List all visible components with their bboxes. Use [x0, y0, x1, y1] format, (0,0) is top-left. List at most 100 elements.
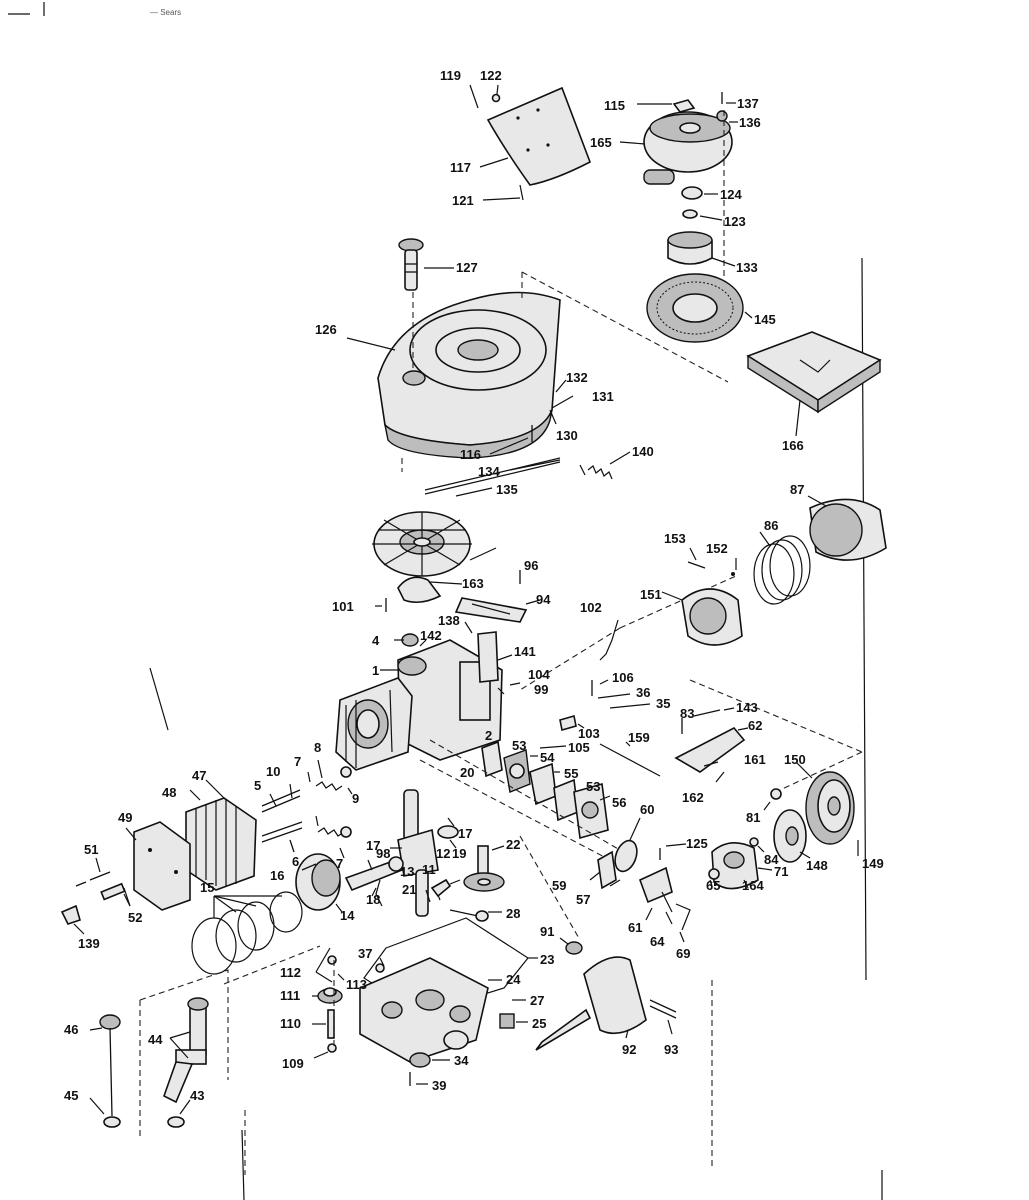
label-110: 110	[280, 1016, 301, 1031]
part-1-cylinder-block	[335, 639, 503, 771]
label-153: 153	[664, 531, 686, 546]
label-19: 19	[452, 846, 466, 861]
part-61-bracket	[638, 866, 673, 904]
label-99: 99	[534, 682, 548, 697]
label-148: 148	[806, 858, 828, 873]
part-18-pin	[375, 879, 383, 907]
part-140-spring	[587, 465, 613, 480]
label-56: 56	[612, 795, 626, 810]
part-69-lever	[675, 903, 691, 931]
label-165: 165	[590, 135, 612, 150]
part-122-nut	[491, 93, 501, 103]
label-37: 37	[358, 946, 372, 961]
label-166: 166	[782, 438, 804, 453]
label-112: 112	[280, 965, 301, 980]
label-7a: 7	[294, 754, 301, 769]
label-130: 130	[556, 428, 578, 443]
label-12: 12	[436, 846, 450, 861]
label-5: 5	[254, 778, 261, 793]
label-150: 150	[784, 752, 806, 767]
part-64-lever	[661, 891, 673, 913]
part-163-coil	[397, 576, 442, 604]
label-23: 23	[540, 952, 554, 967]
part-52-plug	[100, 882, 126, 901]
part-133-element-ring	[667, 231, 713, 265]
label-20: 20	[460, 765, 474, 780]
label-84: 84	[764, 852, 779, 867]
label-24: 24	[506, 972, 521, 987]
part-25-block	[499, 1013, 515, 1029]
label-14: 14	[340, 908, 355, 923]
part-115-clip	[672, 99, 696, 113]
part-139-cap	[60, 904, 81, 925]
part-127-oil-fill	[398, 238, 424, 291]
part-labels: 119 122 117 121 115 137 136 165 124 123 …	[64, 68, 884, 1103]
label-52: 52	[128, 910, 142, 925]
label-115: 115	[604, 98, 625, 113]
label-46: 46	[64, 1022, 78, 1037]
label-161: 161	[744, 752, 766, 767]
header-text: — Sears	[150, 8, 181, 17]
label-105: 105	[568, 740, 590, 755]
part-103-clip	[559, 714, 577, 732]
part-94-plate	[454, 597, 528, 623]
label-113: 113	[346, 977, 367, 992]
label-51: 51	[84, 842, 98, 857]
part-62-bracket	[674, 726, 746, 773]
part-165-air-cleaner	[643, 111, 733, 185]
label-7b: 7	[336, 856, 343, 871]
label-43: 43	[190, 1088, 204, 1103]
label-162: 162	[682, 790, 704, 805]
label-15: 15	[200, 880, 214, 895]
part-8-spring	[315, 781, 343, 791]
label-125: 125	[686, 836, 708, 851]
part-14-piston	[295, 853, 341, 911]
part-24-base	[359, 957, 489, 1063]
part-134-rod	[424, 457, 561, 495]
part-45-washer	[103, 1116, 121, 1128]
part-60-gasket	[614, 839, 638, 873]
part-54-spacer	[503, 749, 531, 793]
label-139: 139	[78, 936, 100, 951]
label-54: 54	[540, 750, 555, 765]
part-46-dipstick	[99, 1014, 121, 1117]
label-152: 152	[706, 541, 728, 556]
part-17-connecting-rod	[344, 856, 404, 892]
part-87-cover	[809, 498, 887, 561]
label-44: 44	[148, 1032, 163, 1047]
part-110-shaft	[327, 1009, 335, 1039]
part-59-57-gaskets	[597, 850, 617, 890]
label-134: 134	[478, 464, 500, 479]
label-13: 13	[400, 864, 414, 879]
part-159-link	[599, 743, 661, 777]
label-122: 122	[480, 68, 502, 83]
part-flywheel	[372, 511, 472, 577]
part-49-cover-plate	[133, 821, 191, 911]
label-133: 133	[736, 260, 758, 275]
label-93: 93	[664, 1042, 678, 1057]
part-21-tappet	[430, 878, 452, 898]
label-135: 135	[496, 482, 518, 497]
part-19-washer	[437, 825, 459, 839]
label-111: 111	[280, 988, 300, 1003]
part-126-blower-housing	[377, 291, 561, 459]
label-96: 96	[524, 558, 538, 573]
label-119: 119	[440, 68, 461, 83]
label-22: 22	[506, 837, 520, 852]
label-34: 34	[454, 1053, 469, 1068]
label-59: 59	[552, 878, 566, 893]
part-111-gear	[317, 987, 343, 1004]
part-164-carburetor	[711, 842, 759, 890]
label-69: 69	[676, 946, 690, 961]
label-142: 142	[420, 628, 442, 643]
part-44-fill-tube	[163, 997, 209, 1104]
label-62: 62	[748, 718, 762, 733]
label-65: 65	[706, 878, 720, 893]
header-marks: — Sears	[8, 2, 181, 17]
label-151: 151	[640, 587, 662, 602]
label-47: 47	[192, 768, 206, 783]
label-87: 87	[790, 482, 804, 497]
label-137: 137	[737, 96, 759, 111]
label-49: 49	[118, 810, 132, 825]
part-55-spacer	[529, 762, 557, 806]
